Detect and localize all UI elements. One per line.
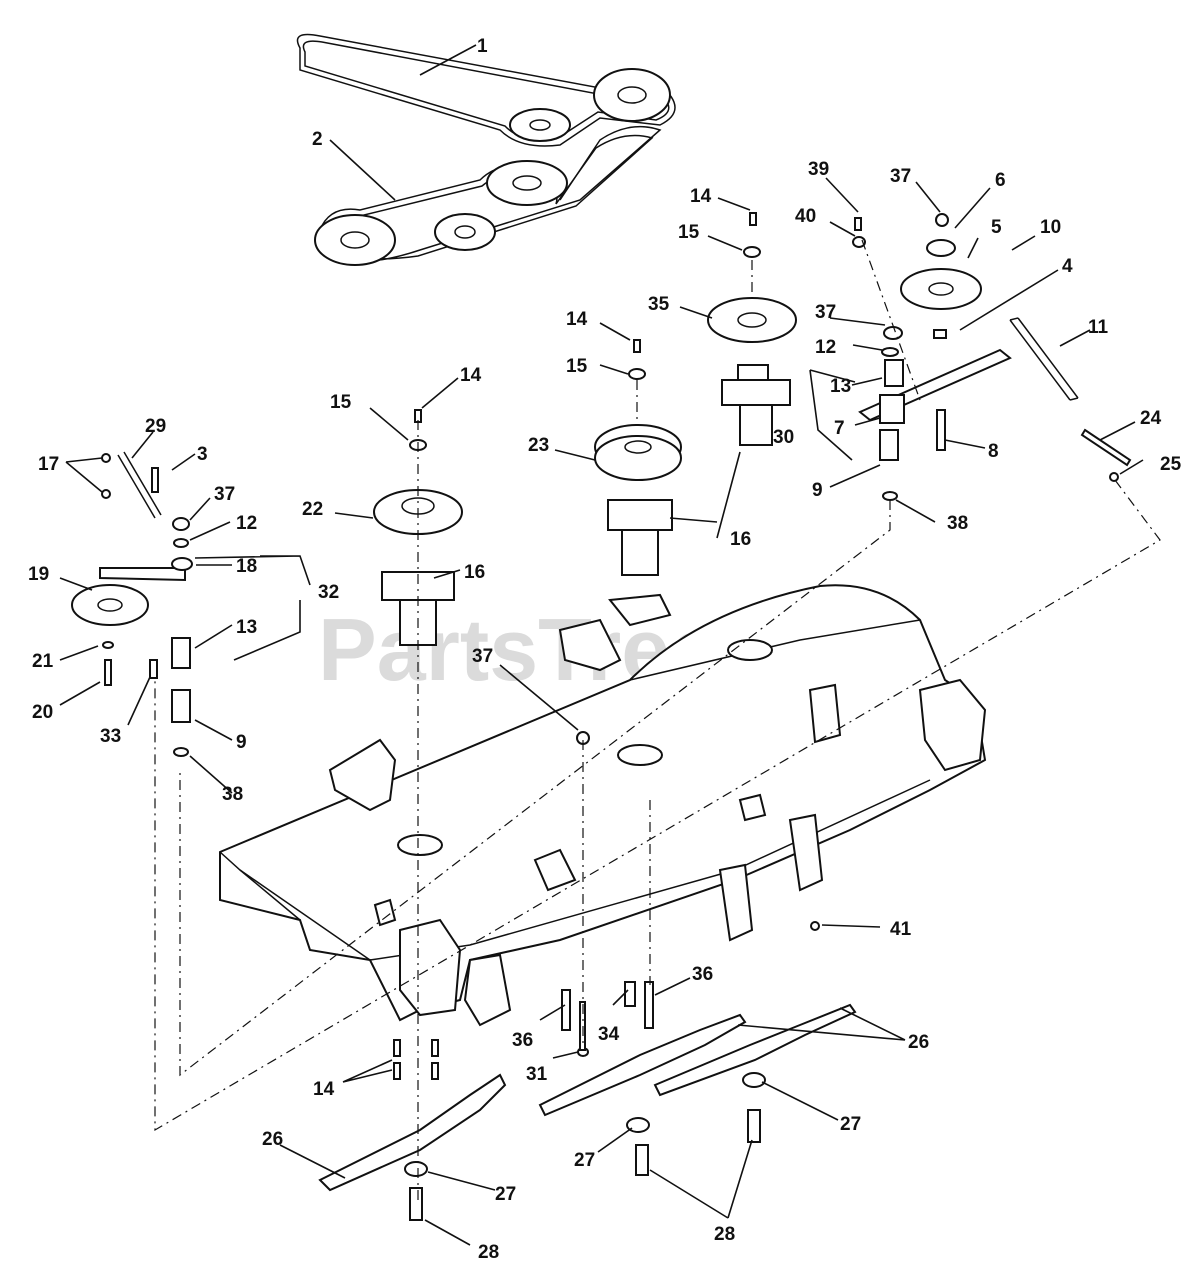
mower-deck	[219, 584, 987, 1027]
callout-33: 33	[100, 726, 121, 747]
callout-39: 39	[808, 159, 829, 180]
callout-20: 20	[32, 702, 53, 723]
callout-21: 21	[32, 651, 54, 672]
callout-26: 26	[262, 1129, 283, 1150]
callout-9: 9	[812, 480, 823, 501]
callout-14: 14	[313, 1079, 335, 1100]
callout-32: 32	[318, 582, 339, 603]
callout-2: 2	[312, 129, 323, 150]
callout-6: 6	[995, 170, 1006, 191]
callout-37: 37	[815, 302, 836, 323]
callout-24: 24	[1140, 408, 1162, 429]
callout-19: 19	[28, 564, 49, 585]
callout-14: 14	[566, 309, 588, 330]
callout-15: 15	[566, 356, 588, 377]
callout-27: 27	[840, 1114, 861, 1135]
callout-40: 40	[795, 206, 816, 227]
callout-27: 27	[495, 1184, 516, 1205]
callout-9: 9	[236, 732, 247, 753]
leader-lines	[59, 44, 1144, 1246]
callout-3: 3	[197, 444, 208, 465]
callout-26: 26	[908, 1032, 929, 1053]
callout-4: 4	[1062, 256, 1073, 277]
callout-12: 12	[236, 513, 257, 534]
callout-1: 1	[477, 36, 488, 57]
callout-35: 35	[648, 294, 670, 315]
callout-7: 7	[834, 418, 845, 439]
callout-16: 16	[464, 562, 485, 583]
callout-8: 8	[988, 441, 999, 462]
callout-22: 22	[302, 499, 323, 520]
callout-30: 30	[773, 427, 794, 448]
callout-12: 12	[815, 337, 836, 358]
callout-25: 25	[1160, 454, 1182, 475]
callout-13: 13	[236, 617, 257, 638]
callout-23: 23	[528, 435, 549, 456]
callout-14: 14	[460, 365, 482, 386]
callout-28: 28	[714, 1224, 735, 1245]
callout-41: 41	[890, 919, 912, 940]
drive-belts	[296, 33, 676, 266]
callout-38: 38	[947, 513, 968, 534]
callout-37: 37	[890, 166, 911, 187]
callout-38: 38	[222, 784, 243, 805]
callout-37: 37	[472, 646, 493, 667]
callout-15: 15	[330, 392, 352, 413]
callout-28: 28	[478, 1242, 499, 1263]
callout-37: 37	[214, 484, 235, 505]
callout-14: 14	[690, 186, 712, 207]
callout-36: 36	[512, 1030, 533, 1051]
callout-27: 27	[574, 1150, 595, 1171]
callout-10: 10	[1040, 217, 1061, 238]
assembly-center-lines	[154, 239, 1161, 1200]
callout-36: 36	[692, 964, 713, 985]
callout-labels: 1 2 14 39 37 6 40 5 10 4 15 35 37 11 14 …	[28, 36, 1182, 1263]
callout-31: 31	[526, 1064, 548, 1085]
callout-15: 15	[678, 222, 700, 243]
callout-11: 11	[1088, 317, 1109, 338]
callout-34: 34	[598, 1024, 620, 1045]
callout-5: 5	[991, 217, 1002, 238]
callout-29: 29	[145, 416, 166, 437]
callout-16: 16	[730, 529, 751, 550]
callout-18: 18	[236, 556, 257, 577]
callout-13: 13	[830, 376, 851, 397]
callout-17: 17	[38, 454, 59, 475]
